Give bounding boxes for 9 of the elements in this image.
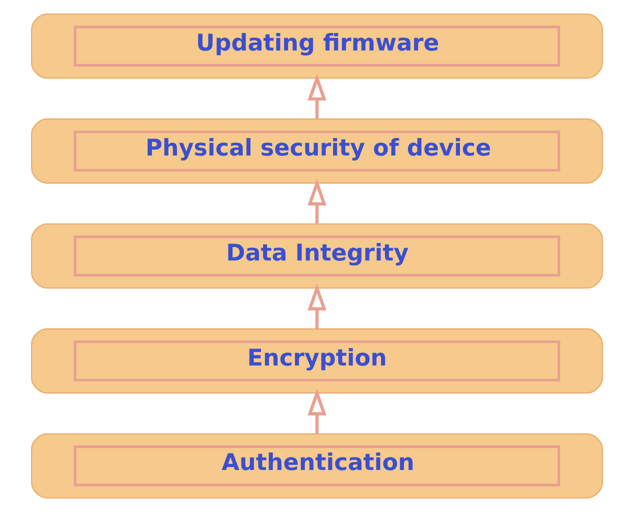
arrow xyxy=(308,178,326,224)
arrow xyxy=(308,73,326,119)
node-box: Physical security of device xyxy=(30,118,604,184)
node-box: Encryption xyxy=(30,328,604,394)
node-box: Data Integrity xyxy=(30,222,604,288)
arrow xyxy=(308,282,326,328)
arrow xyxy=(308,388,326,434)
node-box: Updating firmware xyxy=(30,12,604,78)
node-box: Authentication xyxy=(30,432,604,498)
